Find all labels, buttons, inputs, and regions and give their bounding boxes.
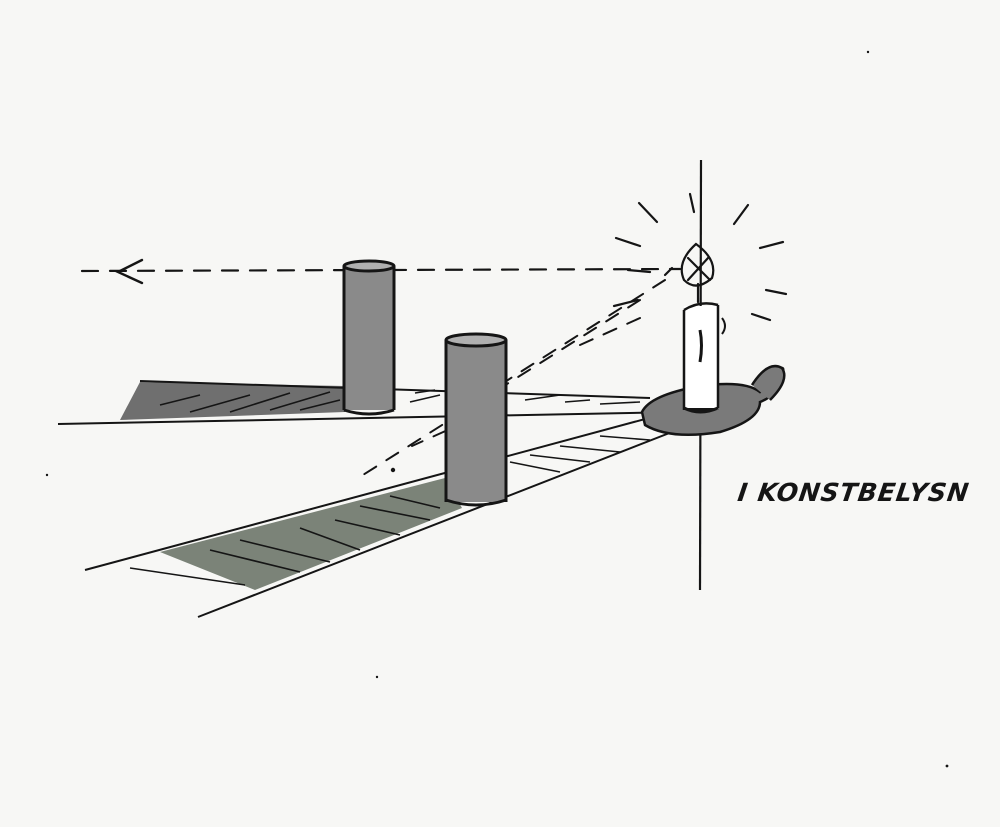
candle [682, 302, 726, 414]
near-shadow-band [84, 414, 691, 618]
arrow-left-icon [115, 258, 144, 285]
horizon-line [80, 267, 682, 273]
back-cylinder [342, 259, 396, 416]
front-cylinder [444, 332, 508, 507]
ink-specks [45, 50, 949, 768]
light-ray-lines [354, 279, 666, 481]
caption-text: I KONSTBELYSN [735, 478, 972, 507]
glow-rays [612, 192, 788, 322]
candle-flame-icon [680, 242, 715, 304]
